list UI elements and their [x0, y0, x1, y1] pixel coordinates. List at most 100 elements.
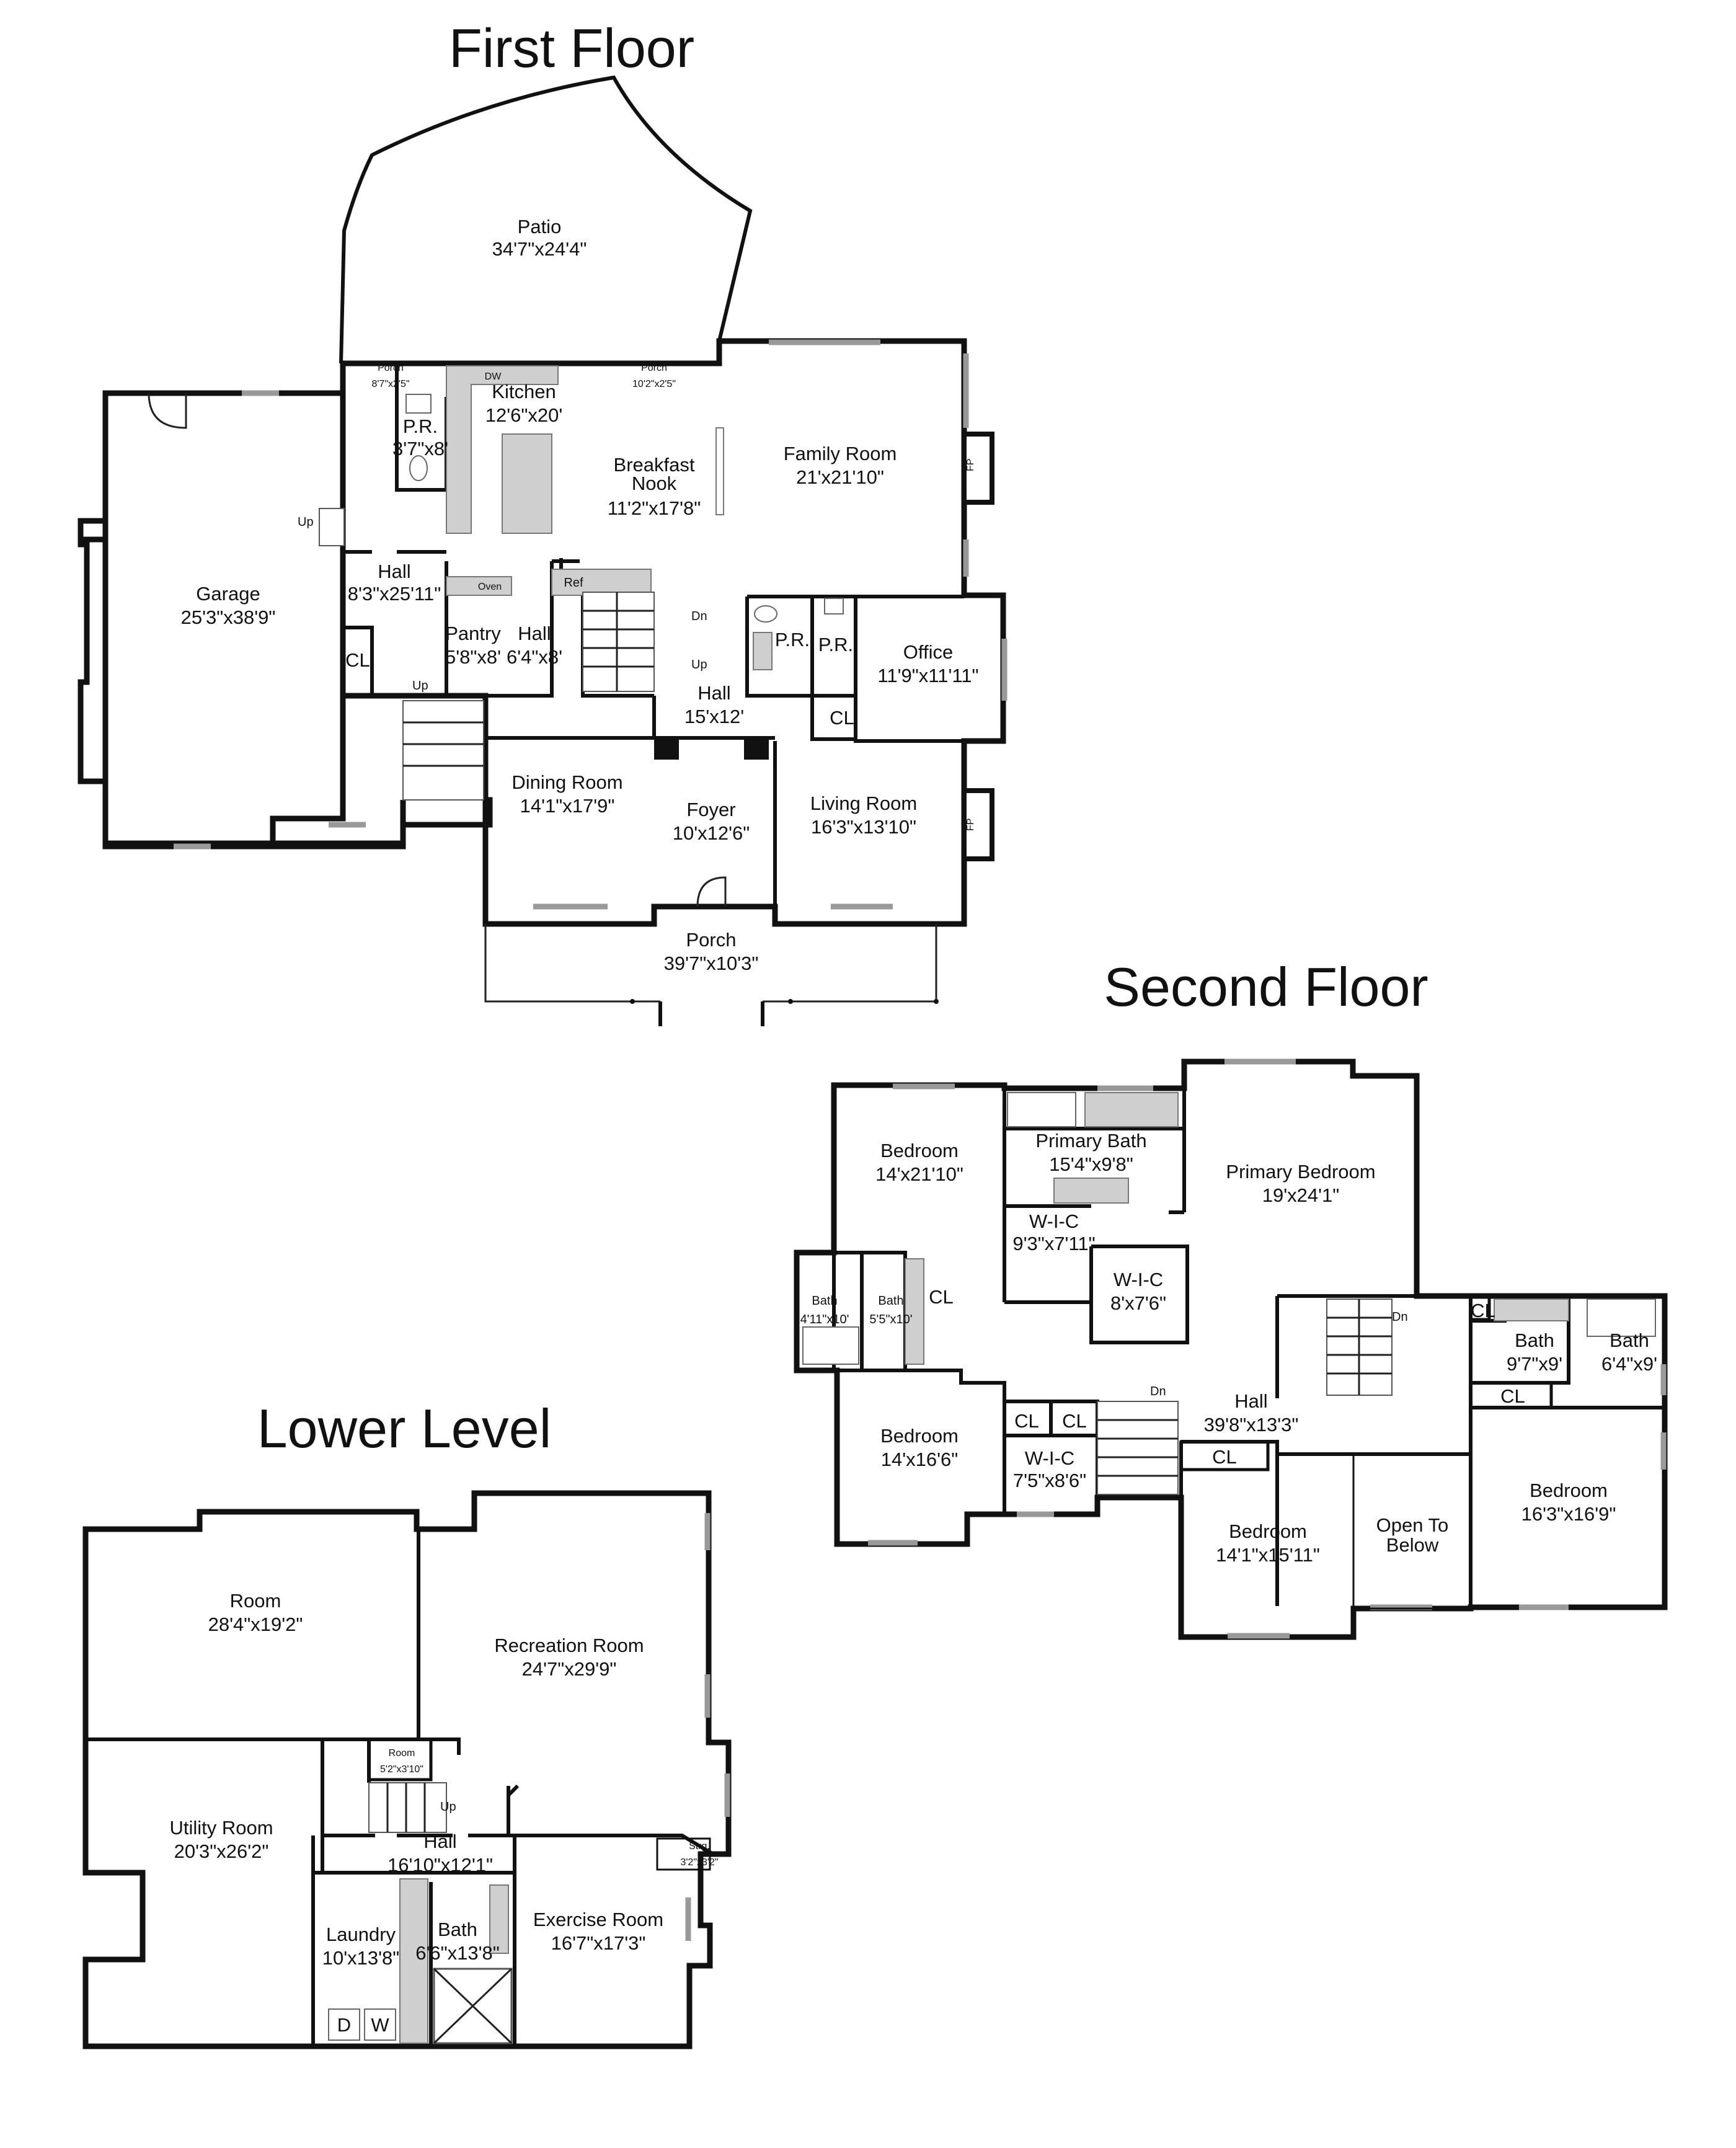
ref-label: Ref: [564, 576, 583, 590]
first-floor-plan: FP FP Oven Ref DW Dn Up: [78, 75, 1008, 1026]
main-stair: [582, 592, 655, 692]
porch-left-label: Porch: [378, 363, 404, 373]
ll-storage-box: [656, 1837, 711, 1871]
ll-storage-label: Strg.: [689, 1841, 710, 1852]
closet-label-first: CL: [345, 649, 370, 671]
garage-dim: 25'3"x38'9": [181, 606, 276, 628]
sf-bath-a-label: Bath: [812, 1294, 837, 1308]
sf-stair-secondary: [1097, 1401, 1179, 1495]
ll-small-room-dim: 5'2"x3'10": [380, 1764, 423, 1775]
sf-wic-b-label: W-I-C: [1114, 1269, 1163, 1290]
porch-left-dim: 8'7"x2'5": [371, 379, 409, 389]
ll-bath-label: Bath: [438, 1919, 477, 1940]
sf-wic-b-dim: 8'x7'6": [1110, 1292, 1166, 1314]
foyer-column-right: [744, 738, 769, 760]
sf-primary-bath-label: Primary Bath: [1035, 1130, 1146, 1152]
pantry-dim: 5'8"x8': [445, 646, 501, 668]
sf-open-below-1: Open To: [1376, 1514, 1449, 1536]
front-porch-dim: 39'7"x10'3": [664, 952, 759, 974]
family-fp-label: FP: [965, 459, 976, 471]
pr-toilet-a: [409, 455, 428, 481]
garage-up-label: Up: [298, 515, 314, 529]
oven-counter: [446, 576, 512, 596]
bath-c-vanity: [1494, 1298, 1569, 1321]
garage-step: [319, 508, 345, 546]
patio-outline: [339, 75, 753, 364]
sf-bedroom-c-label: Bedroom: [1229, 1520, 1307, 1542]
second-floor-title: Second Floor: [1104, 956, 1428, 1018]
breakfast-label-1: Breakfast: [614, 454, 695, 476]
sf-bedroom-b-label: Bedroom: [880, 1425, 959, 1447]
kitchen-counter: [446, 365, 559, 534]
pr-sink-b: [753, 632, 773, 670]
ll-laundry-label: Laundry: [326, 1924, 396, 1945]
first-up-label: Up: [691, 658, 707, 672]
pr-c-label: P.R.: [818, 634, 853, 655]
hall-b-dim: 6'4"x8': [507, 646, 562, 668]
second-floor-plan: Dn Dn Bedroom 14'x21'10" Primary Bath 15…: [794, 1058, 1668, 1640]
closet-box-first: [810, 694, 857, 741]
sf-cl-f-label: CL: [1500, 1385, 1525, 1407]
sf-cl-c-label: CL: [1062, 1410, 1087, 1432]
pr-toilet-b: [754, 605, 777, 623]
sf-bath-d-label: Bath: [1610, 1329, 1649, 1351]
ll-exercise-dim: 16'7"x17'3": [551, 1932, 646, 1954]
porch-post-1: [630, 999, 635, 1004]
garage-label: Garage: [196, 583, 260, 605]
hall-a-dim: 8'3"x25'11": [348, 583, 441, 605]
pantry-label: Pantry: [445, 623, 501, 644]
sf-bedroom-b-dim: 14'x16'6": [881, 1449, 959, 1470]
pr-sink-a: [405, 394, 432, 414]
sf-cl-d-box: [1179, 1440, 1270, 1471]
first-dn-label: Dn: [691, 610, 707, 623]
sf-bath-d-dim: 6'4"x9': [1601, 1353, 1657, 1375]
sf-dn-label: Dn: [1392, 1310, 1408, 1324]
primary-tub: [1084, 1092, 1179, 1127]
sf-bath-c-label: Bath: [1515, 1329, 1554, 1351]
sf-cl-a-label: CL: [929, 1286, 954, 1308]
ll-washer-label: W: [371, 2014, 389, 2036]
sf-bedroom-a-dim: 14'x21'10": [875, 1163, 963, 1185]
sf-open-below-2: Below: [1386, 1534, 1439, 1556]
primary-vanity: [1053, 1178, 1129, 1204]
sf-hall-dim: 39'8"x13'3": [1204, 1414, 1299, 1436]
pr-sink-c: [824, 598, 844, 615]
ll-hall-dim: 16'10"x12'1": [388, 1854, 493, 1876]
garage-stair-up-label: Up: [412, 679, 428, 693]
sf-bedroom-d-label: Bedroom: [1530, 1480, 1608, 1501]
lower-level-title: Lower Level: [257, 1398, 552, 1459]
porch-post-2: [788, 999, 793, 1004]
hall-b-label: Hall: [518, 623, 551, 644]
front-door-swing: [696, 876, 727, 907]
ll-utility-label: Utility Room: [169, 1817, 273, 1839]
bath-d-tub: [1587, 1298, 1656, 1337]
pr-a-dim: 3'7"x8': [392, 438, 448, 459]
oven-label: Oven: [478, 582, 502, 592]
ll-room-label: Room: [230, 1590, 281, 1612]
front-porch-steps: [658, 1001, 764, 1026]
garage-walls-right: [102, 536, 493, 850]
sf-wic-a-label: W-I-C: [1029, 1210, 1079, 1232]
pr-a-label: P.R.: [403, 415, 438, 437]
porch-post-3: [934, 999, 939, 1004]
family-label: Family Room: [784, 443, 897, 464]
garage-walls: [78, 390, 406, 846]
first-floor-title: First Floor: [449, 17, 694, 79]
front-porch-label: Porch: [686, 929, 737, 951]
ll-hall-label: Hall: [423, 1831, 456, 1852]
patio-dim: 34'7"x24'4": [492, 238, 587, 260]
sf-bedroom-c-dim: 14'1"x15'11": [1216, 1544, 1320, 1566]
ll-small-room-label: Room: [389, 1748, 415, 1759]
sf-stair-main: [1326, 1298, 1393, 1396]
ll-laundry-dim: 10'x13'8": [322, 1947, 400, 1969]
breakfast-door-panel: [715, 427, 724, 515]
garage-stair: [402, 700, 484, 801]
ll-rec-label: Recreation Room: [494, 1635, 644, 1656]
sf-wic-c-label: W-I-C: [1025, 1447, 1074, 1469]
closet-small-garage-hall: [341, 626, 374, 698]
foyer-column-left: [654, 738, 679, 760]
hall-c-dim: 15'x12': [684, 706, 744, 727]
sf-primary-bedroom-dim: 19'x24'1": [1262, 1184, 1340, 1206]
office-dim: 11'9"x11'11": [877, 665, 978, 686]
